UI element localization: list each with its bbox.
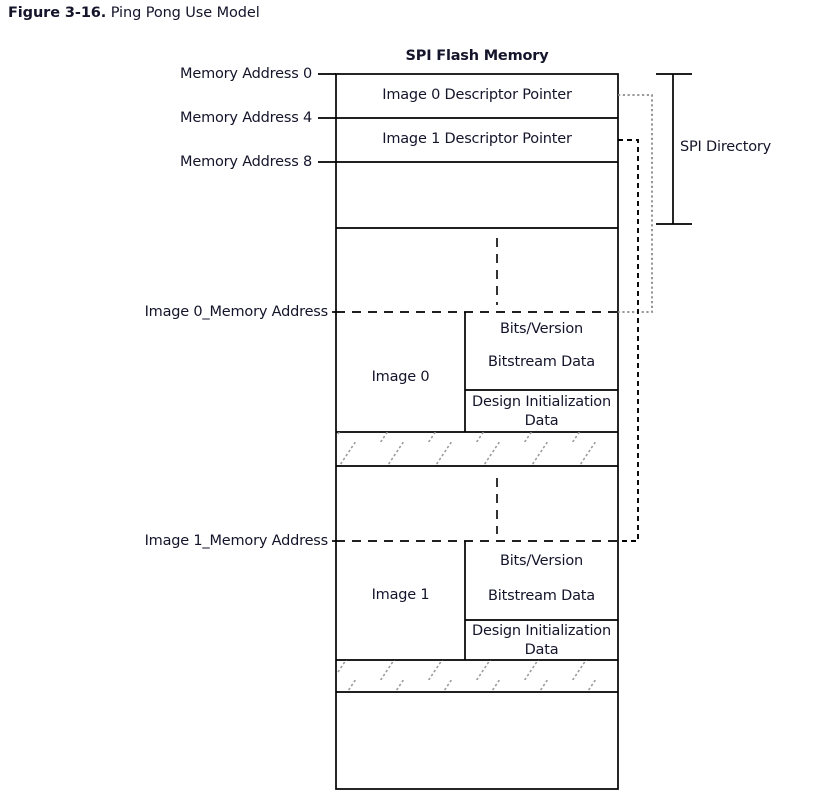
image-1-name-label: Image 1 [371, 587, 430, 603]
hatch-band-after-image-1 [336, 660, 618, 693]
image-0-bits-version-label: Bits/Version [499, 321, 584, 337]
address-label-memory-address-4: Memory Address 4 [180, 110, 312, 126]
spi-directory-label: SPI Directory [680, 139, 772, 155]
image-1-bits-version-label: Bits/Version [499, 553, 584, 569]
address-label-memory-address-0: Memory Address 0 [180, 66, 312, 82]
figure-caption-label: Figure 3-16. [8, 5, 107, 21]
address-label-memory-address-8: Memory Address 8 [180, 154, 312, 170]
figure-caption-text: Ping Pong Use Model [110, 5, 260, 21]
image-0-bitstream-data-label: Bitstream Data [488, 354, 595, 370]
directory-row-separators [336, 117, 618, 229]
image-0-descriptor-pointer-label: Image 0 Descriptor Pointer [382, 87, 572, 103]
spi-directory-bracket [656, 73, 692, 225]
image-1-bitstream-data-label: Bitstream Data [488, 588, 595, 604]
image-address-leaders-left [332, 311, 336, 542]
address-tick-marks [318, 73, 336, 163]
address-label-image-1-memory-address: Image 1_Memory Address [144, 533, 329, 549]
diagram-title: SPI Flash Memory [405, 48, 549, 64]
image-1-pointer-path [618, 139, 639, 542]
image-0-pointer-path [618, 94, 653, 313]
image-0-design-init-data-label: Design Initialization Data [472, 394, 611, 429]
figure-caption: Figure 3-16. Ping Pong Use Model [8, 5, 260, 21]
image-0-name-label: Image 0 [371, 369, 430, 385]
address-label-image-0-memory-address: Image 0_Memory Address [144, 304, 329, 320]
hatch-band-after-image-0 [336, 432, 618, 467]
image-1-descriptor-pointer-label: Image 1 Descriptor Pointer [382, 131, 572, 147]
image-1-design-init-data-label: Design Initialization Data [472, 623, 611, 658]
